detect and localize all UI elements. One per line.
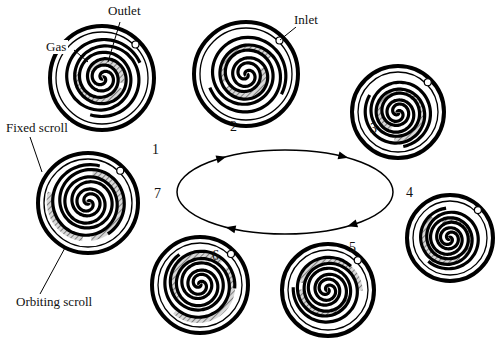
fixed-scroll-ring <box>407 195 493 281</box>
callout-number: 3 <box>368 121 379 136</box>
scroll-housing <box>358 72 438 152</box>
cycle-arrowhead <box>338 152 350 162</box>
leader-line <box>280 27 296 40</box>
part-label: Fixed scroll <box>4 121 70 135</box>
orbiting-scroll-wrap <box>60 170 124 234</box>
orbiting-scroll-wrap <box>365 89 424 143</box>
fixed-scroll-ring <box>38 153 138 253</box>
cycle-arrowhead <box>225 223 237 233</box>
scroll-compressor <box>152 237 248 333</box>
scroll-compressor <box>407 195 493 281</box>
scroll-compressor <box>194 22 298 126</box>
inlet-port <box>228 251 235 258</box>
leader-line <box>74 50 88 62</box>
callout-number: 4 <box>404 185 415 200</box>
fixed-scroll-ring <box>194 22 298 126</box>
leader-line <box>108 22 120 62</box>
inlet-port <box>117 167 124 174</box>
cycle-arrowhead <box>216 153 228 163</box>
orbiting-scroll-wrap <box>421 208 473 264</box>
orbiting-scroll-wrap <box>210 45 281 112</box>
leader-line <box>40 246 66 294</box>
fixed-scroll-wrap <box>67 40 140 111</box>
cycle-ellipse <box>177 150 393 234</box>
callout-number: 5 <box>347 240 358 255</box>
callout-number: 1 <box>150 142 161 157</box>
fixed-scroll-ring <box>282 244 374 336</box>
leader-line <box>30 137 42 172</box>
inlet-port <box>132 41 139 48</box>
scroll-housing <box>158 243 242 327</box>
orbiting-scroll-wrap <box>297 257 351 316</box>
scroll-compressor <box>282 244 374 336</box>
callout-number: 6 <box>210 248 221 263</box>
fixed-scroll-ring <box>152 237 248 333</box>
scroll-housing <box>288 250 368 330</box>
part-label: Inlet <box>292 13 320 27</box>
scroll-compressor <box>38 153 138 253</box>
part-label: Orbiting scroll <box>14 295 94 309</box>
scroll-compressor <box>352 66 444 158</box>
cycle-arrowhead <box>346 220 358 231</box>
scroll-housing <box>56 32 148 124</box>
inlet-port <box>354 257 361 264</box>
part-label: Outlet <box>106 4 143 18</box>
orbiting-scroll-wrap <box>170 251 234 310</box>
scroll-housing <box>44 159 132 247</box>
scroll-housing <box>200 28 292 120</box>
fixed-scroll-ring <box>352 66 444 158</box>
inlet-port <box>424 79 431 86</box>
orbiting-scroll-wrap <box>75 46 139 117</box>
part-label: Gas <box>44 40 68 54</box>
scroll-housing <box>413 201 487 275</box>
callout-number: 2 <box>228 119 239 134</box>
callout-number: 7 <box>152 186 163 201</box>
inlet-port <box>474 207 481 214</box>
